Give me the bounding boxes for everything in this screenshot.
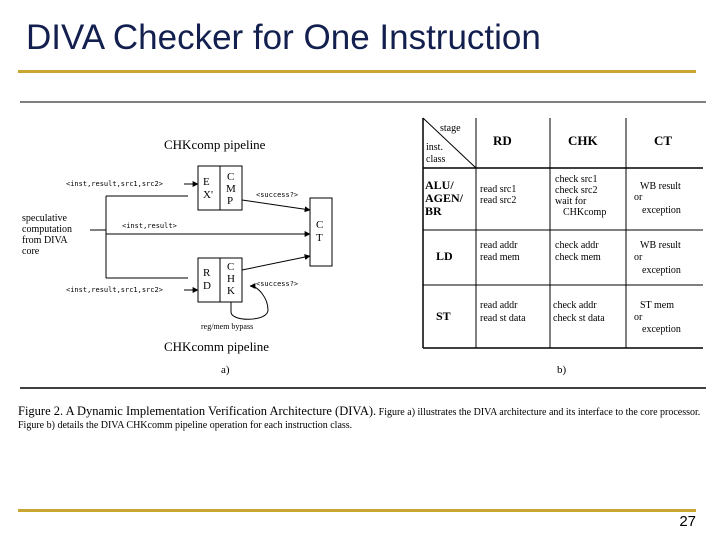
row1-chk-4: CHKcomp — [563, 207, 606, 218]
row2-rd-1: read addr — [480, 240, 518, 251]
row1-chk-3: wait for — [555, 196, 587, 207]
row1-class-2: AGEN/ — [425, 191, 464, 205]
row3-rd-2: read st data — [480, 313, 526, 324]
stage-table: stage inst. class RD CHK CT ALU/ AGEN/ B… — [422, 117, 703, 376]
ex-stage-box — [197, 165, 221, 211]
input-bottom: <inst,result,src1,src2> — [66, 286, 163, 294]
caption-lead: Figure 2. A Dynamic Implementation Verif… — [18, 404, 377, 418]
row2-ct-3: exception — [642, 265, 681, 276]
inst-result-label: <inst,result> — [122, 222, 177, 230]
sub-a-label: a) — [221, 364, 230, 376]
row1-class-3: BR — [425, 204, 442, 218]
figure: CHKcomp pipeline E X' C M P R D C H K C … — [20, 101, 706, 389]
success-top: <success?> — [256, 191, 298, 199]
chk-label-3: K — [227, 285, 235, 297]
corner-stage: stage — [440, 123, 461, 134]
row3-rd-1: read addr — [480, 300, 518, 311]
speculative-line-4: core — [22, 246, 40, 257]
rd-label-2: D — [203, 280, 211, 292]
corner-class-1: inst. — [426, 142, 443, 153]
speculative-line-1: speculative — [22, 213, 68, 224]
row3-class-1: ST — [436, 309, 451, 323]
chkcomm-label: CHKcomm pipeline — [164, 339, 269, 354]
row1-ct-2: or — [634, 192, 643, 203]
row2-chk-2: check mem — [555, 252, 601, 263]
row1-chk-2: check src2 — [555, 185, 597, 196]
speculative-line-3: from DIVA — [22, 235, 68, 246]
row1-class-1: ALU/ — [425, 178, 454, 192]
bypass-label: reg/mem bypass — [201, 322, 253, 331]
cmp-label-3: P — [227, 195, 233, 207]
title-divider — [18, 70, 696, 73]
row2-ct-1: WB result — [640, 240, 681, 251]
row3-ct-1: ST mem — [640, 300, 674, 311]
row3-ct-2: or — [634, 312, 643, 323]
row2-rd-2: read mem — [480, 252, 520, 263]
row2-chk-1: check addr — [555, 240, 599, 251]
row2-class-1: LD — [436, 249, 453, 263]
ex-label-2: X' — [203, 189, 213, 201]
cmp-label-1: C — [227, 171, 234, 183]
ct-label-1: C — [316, 219, 323, 231]
caption-body: Figure a) illustrates the DIVA architect… — [18, 407, 701, 431]
ct-label-2: T — [316, 232, 323, 244]
rd-label-1: R — [203, 267, 211, 279]
row3-chk-2: check st data — [553, 313, 605, 324]
corner-class-2: class — [426, 154, 446, 165]
chk-label-2: H — [227, 273, 235, 285]
cmp-stage-box — [219, 165, 243, 211]
header-ct: CT — [654, 133, 672, 148]
row1-chk-1: check src1 — [555, 174, 597, 185]
row3-chk-1: check addr — [553, 300, 597, 311]
success-bottom: <success?> — [256, 280, 298, 288]
speculative-line-2: computation — [22, 224, 72, 235]
page-number: 27 — [679, 513, 696, 530]
header-rd: RD — [493, 133, 512, 148]
row3-ct-3: exception — [642, 324, 681, 335]
row1-ct-1: WB result — [640, 181, 681, 192]
cmp-label-2: M — [226, 183, 236, 195]
chk-label-1: C — [227, 261, 234, 273]
input-top: <inst,result,src1,src2> — [66, 180, 163, 188]
row1-ct-3: exception — [642, 205, 681, 216]
header-chk: CHK — [568, 133, 599, 148]
row2-ct-2: or — [634, 252, 643, 263]
figure-caption: Figure 2. A Dynamic Implementation Verif… — [18, 405, 710, 432]
chkcomp-label: CHKcomp pipeline — [164, 137, 266, 152]
row1-rd-1: read src1 — [480, 184, 516, 195]
ex-label-1: E — [203, 176, 210, 188]
row1-rd-2: read src2 — [480, 195, 516, 206]
footer-divider — [18, 509, 696, 512]
slide-title: DIVA Checker for One Instruction — [26, 18, 541, 57]
sub-b-label: b) — [557, 364, 567, 376]
